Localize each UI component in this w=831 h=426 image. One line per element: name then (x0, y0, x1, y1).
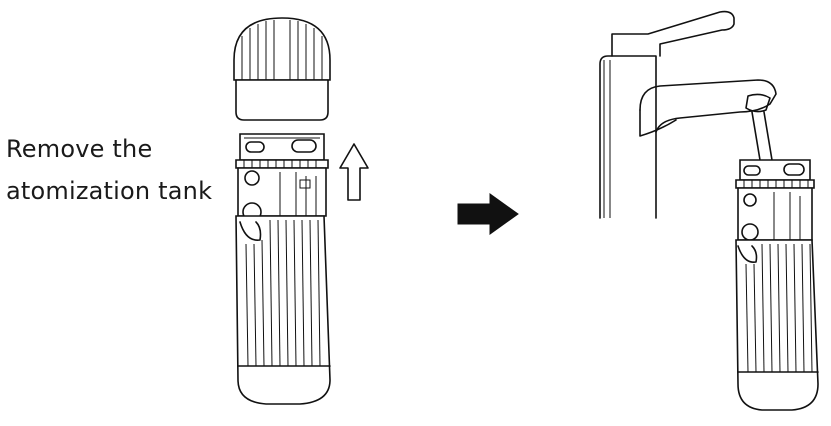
device-body-left (235, 133, 331, 405)
instruction-line-1: Remove the (6, 135, 153, 163)
up-arrow-icon (339, 143, 369, 201)
device-body-right (735, 159, 819, 411)
atomization-cap (233, 17, 331, 121)
instruction-line-2: atomization tank (6, 177, 213, 205)
instruction-caption: Remove the atomization tank (6, 128, 212, 212)
faucet-illustration (599, 10, 777, 219)
right-arrow-icon (457, 193, 519, 235)
